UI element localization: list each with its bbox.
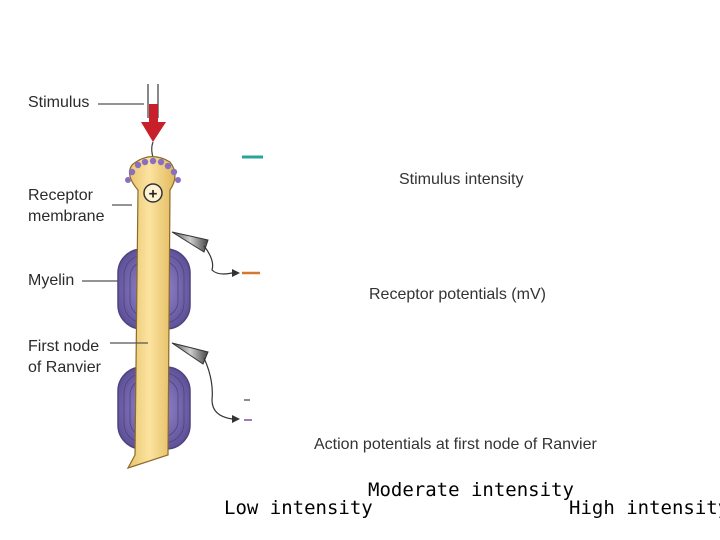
svg-text:+: +: [149, 186, 158, 203]
graph-label-receptor-potentials: Receptor potentials (mV): [369, 286, 546, 303]
label-leaders: [82, 103, 148, 344]
intensity-low: Low intensity: [224, 497, 373, 519]
label-myelin: Myelin: [28, 272, 75, 289]
label-receptor-membrane-1: Receptor: [28, 187, 93, 204]
graph-label-action-potentials: Action potentials at first node of Ranvi…: [314, 436, 597, 453]
positive-charge-icon: +: [143, 183, 163, 203]
electrode-node: [171, 342, 240, 423]
intensity-moderate: Moderate intensity: [368, 479, 574, 501]
label-stimulus: Stimulus: [28, 94, 90, 111]
label-receptor-membrane-2: membrane: [28, 208, 105, 225]
label-first-node-2: of Ranvier: [28, 359, 101, 376]
graph-label-stimulus-intensity: Stimulus intensity: [399, 171, 524, 188]
electrode-receptor: [171, 231, 240, 277]
receptor-membrane-proteins: [125, 157, 181, 183]
intensity-high: High intensity: [569, 497, 720, 519]
stimulus-arrow: [141, 84, 166, 161]
label-first-node-1: First node: [28, 338, 100, 355]
